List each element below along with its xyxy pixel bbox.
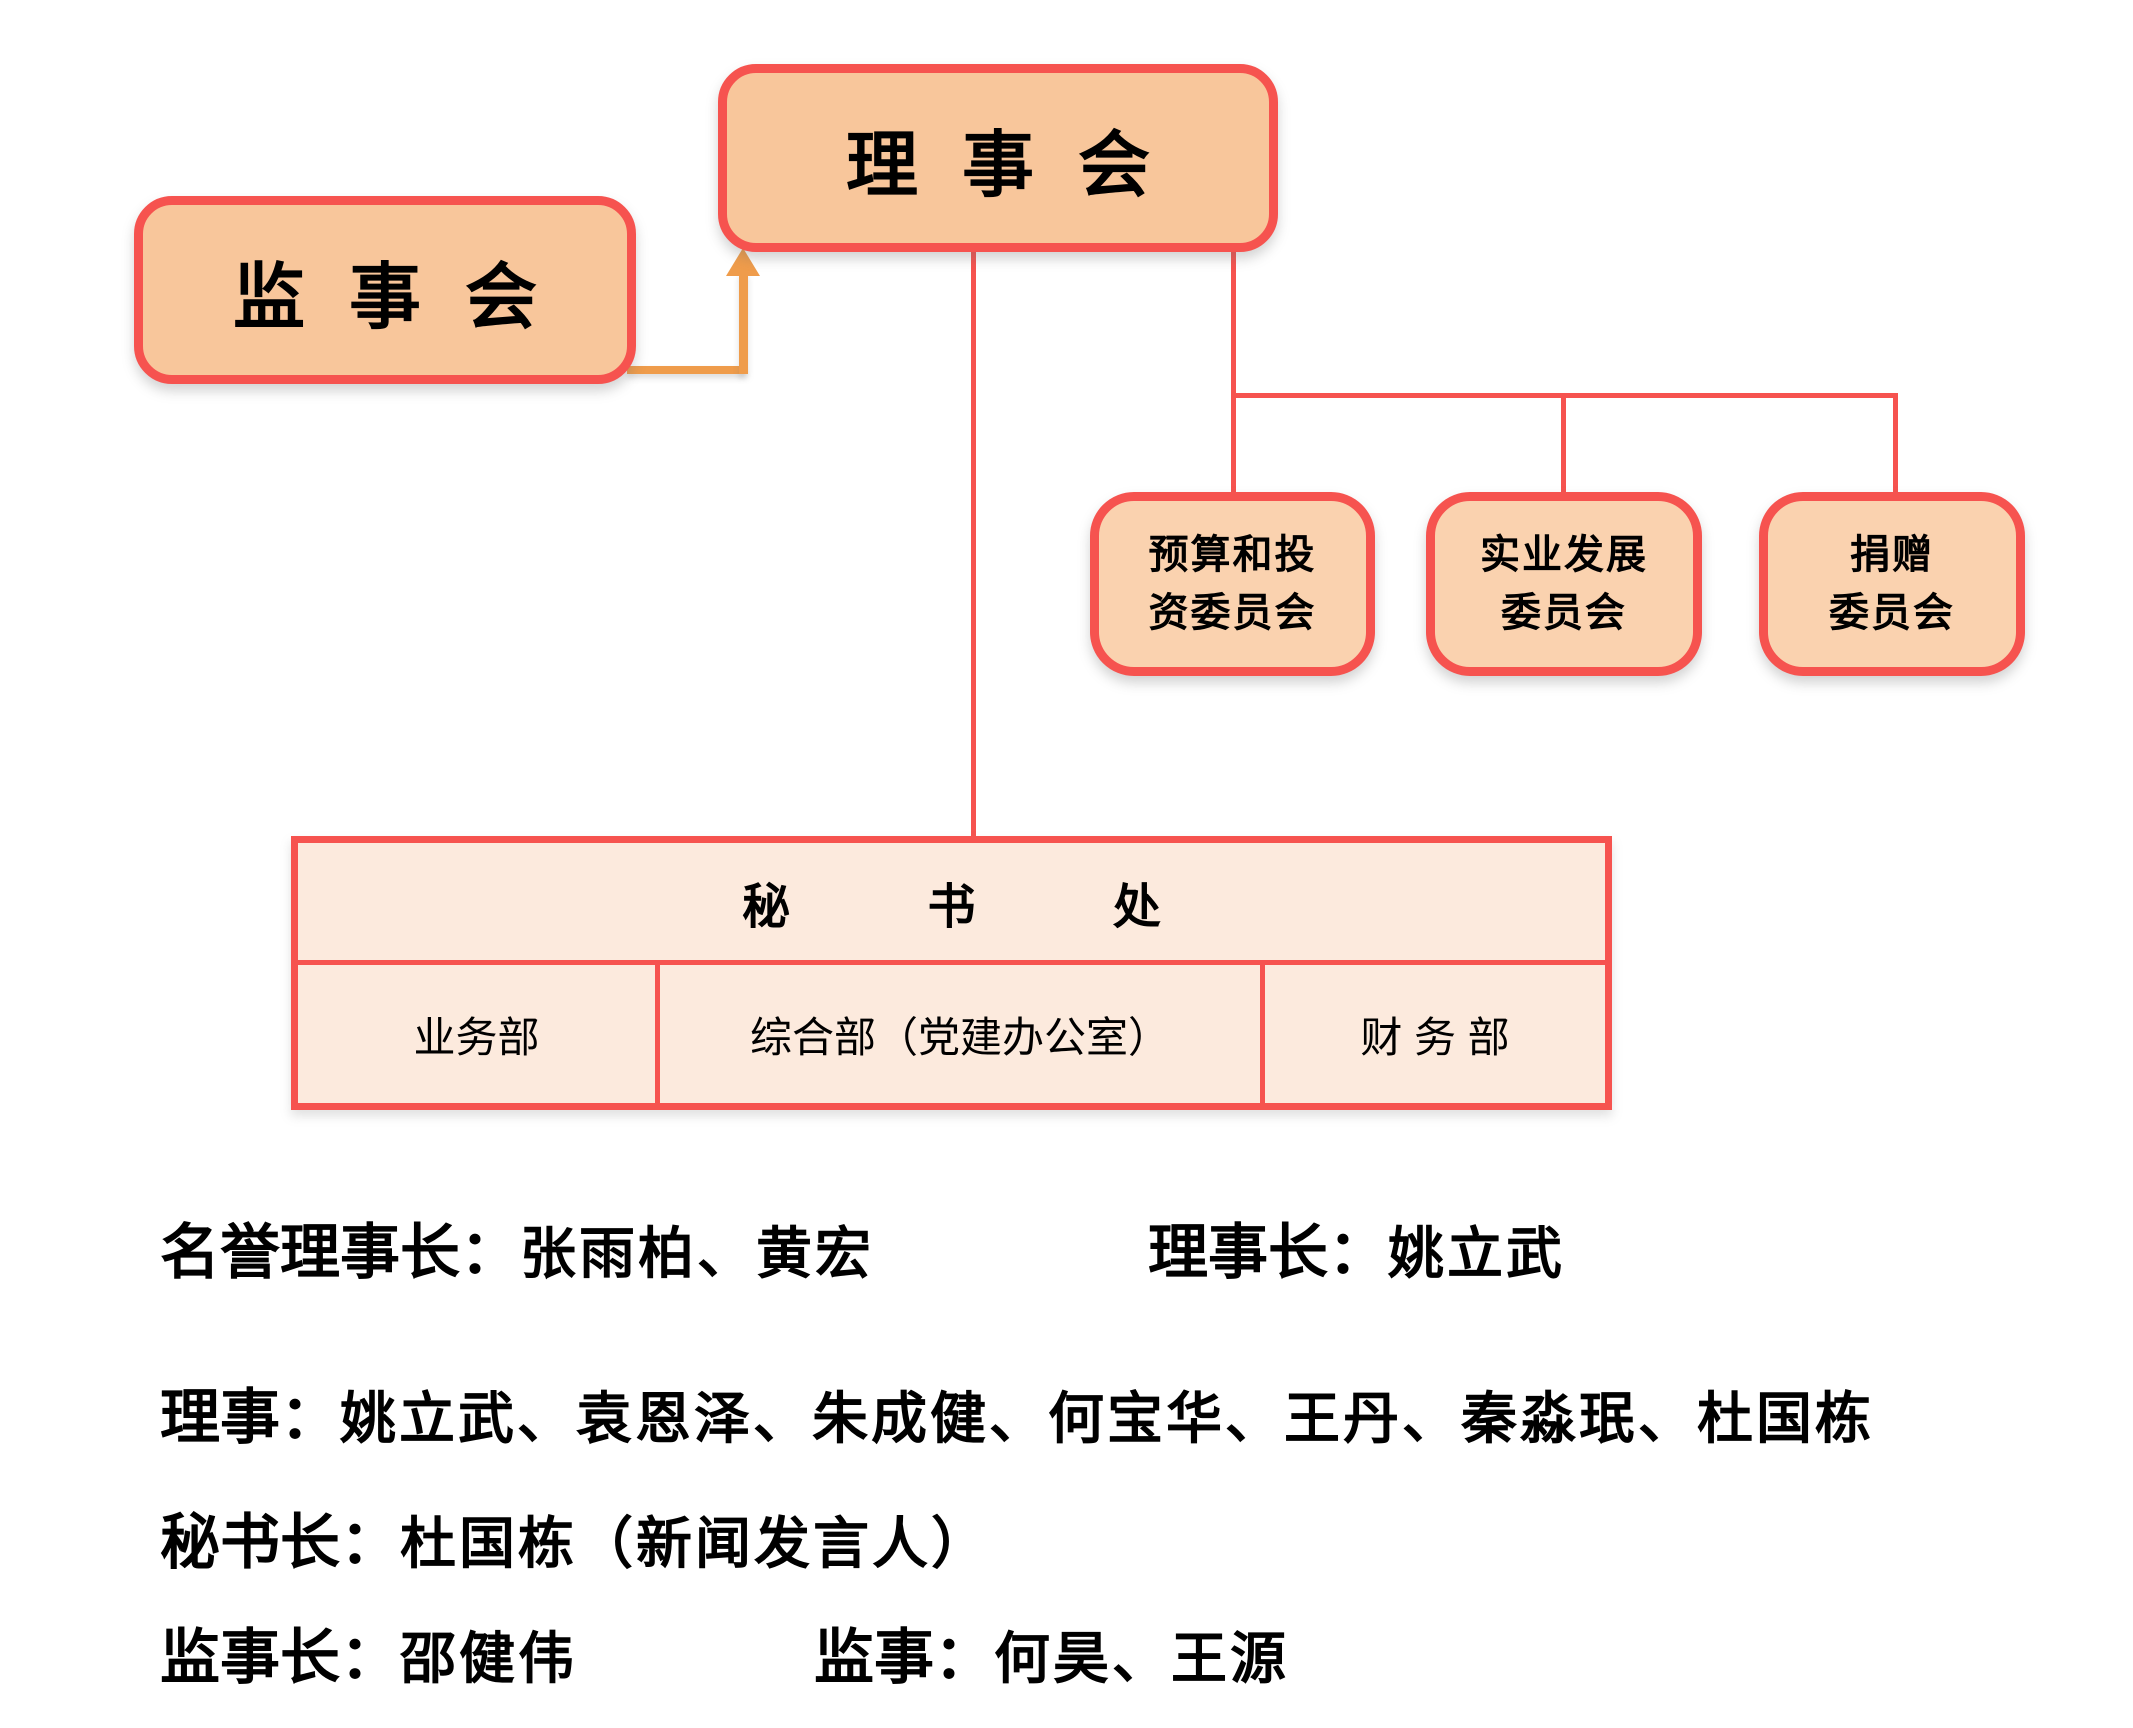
department-cell-general: 综合部（党建办公室） <box>660 965 1265 1103</box>
roster-names-chairman: 姚立武 <box>1388 1224 1565 1286</box>
roster-line-1: 名誉理事长：张雨柏、黄宏 理事长：姚立武 <box>160 1218 1562 1287</box>
secretariat-title: 秘 书 处 <box>298 843 1605 965</box>
board-label: 理 事 会 <box>845 125 1162 206</box>
roster-names-directors: 姚立武、袁恩泽、朱成健、何宝华、王丹、秦淼珉、杜国栋 <box>340 1389 1874 1451</box>
supervisory-board-label: 监 事 会 <box>232 257 549 338</box>
roster-line-2: 理事：姚立武、袁恩泽、朱成健、何宝华、王丹、秦淼珉、杜国栋 <box>160 1383 1874 1452</box>
committee-drop-budget <box>1231 393 1236 492</box>
roster-names-honorary-chairman: 张雨柏、黄宏 <box>520 1224 874 1286</box>
roster-group-chairman: 理事长：姚立武 <box>1148 1218 1565 1287</box>
secretariat-departments-row: 业务部 综合部（党建办公室） 财 务 部 <box>298 965 1605 1103</box>
committee-drop-donation <box>1893 393 1898 492</box>
roster-label-chief-supervisor: 监事长： <box>160 1624 400 1691</box>
department-cell-business: 业务部 <box>298 965 660 1103</box>
board-box: 理 事 会 <box>718 64 1278 252</box>
committee-label: 实业发展 委员会 <box>1480 533 1648 635</box>
roster-names-chief-supervisor: 邵健伟 <box>400 1629 577 1691</box>
roster-label-supervisors: 监事： <box>814 1624 994 1691</box>
connector-board-to-committees <box>1231 250 1236 398</box>
arrow-up-icon <box>726 248 760 276</box>
connector-board-to-secretariat <box>971 250 976 838</box>
supervisory-board-box: 监 事 会 <box>134 196 636 384</box>
roster-label-secretary-general: 秘书长： <box>160 1509 400 1576</box>
committee-box-industrial-development: 实业发展 委员会 <box>1426 492 1702 676</box>
department-cell-finance: 财 务 部 <box>1360 1013 1510 1061</box>
committee-box-donation: 捐赠 委员会 <box>1759 492 2025 676</box>
supervisory-connector-horizontal <box>627 366 745 374</box>
roster-names-supervisors: 何昊、王源 <box>994 1629 1289 1691</box>
committee-box-budget-investment: 预算和投 资委员会 <box>1090 492 1375 676</box>
roster-names-secretary-general: 杜国栋（新闻发言人） <box>400 1514 990 1576</box>
committee-drop-industrial <box>1561 393 1566 492</box>
roster-line-4: 监事长：邵健伟 监事：何昊、王源 <box>160 1623 1286 1692</box>
committee-label: 预算和投 资委员会 <box>1148 533 1317 635</box>
secretariat-table: 秘 书 处 业务部 综合部（党建办公室） 财 务 部 <box>291 836 1612 1110</box>
roster-label-chairman: 理事长： <box>1148 1219 1388 1286</box>
supervisory-connector-stem <box>739 272 748 374</box>
committee-label: 捐赠 委员会 <box>1829 533 1955 635</box>
roster-label-honorary-chairman: 名誉理事长： <box>160 1219 520 1286</box>
roster-label-directors: 理事： <box>160 1384 340 1451</box>
roster-line-3: 秘书长：杜国栋（新闻发言人） <box>160 1508 990 1577</box>
roster-group-supervisors: 监事：何昊、王源 <box>814 1623 1289 1692</box>
